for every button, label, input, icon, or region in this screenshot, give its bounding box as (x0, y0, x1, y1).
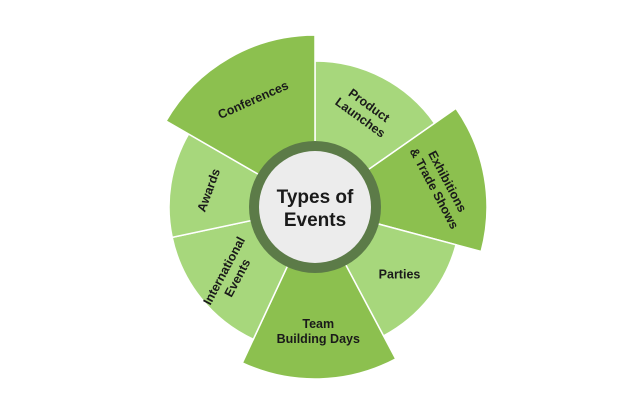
segment-2-label-line-0: Parties (379, 268, 421, 282)
segment-3-label-line-1: Building Days (277, 332, 360, 346)
center-circle (259, 151, 371, 263)
center-title-line-1: Types of (277, 187, 354, 208)
center-title-line-2: Events (284, 210, 346, 231)
segment-3-label-line-0: Team (302, 317, 334, 331)
